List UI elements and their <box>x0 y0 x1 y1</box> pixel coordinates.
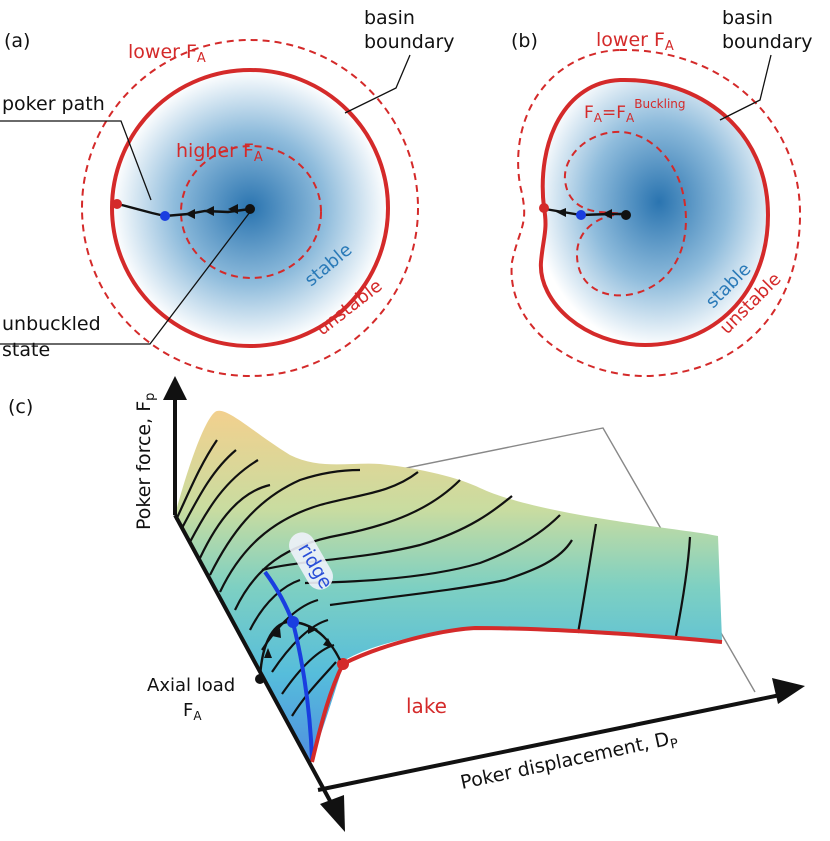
lower-fa-contour <box>81 39 419 377</box>
path-arrow-c4 <box>323 638 333 648</box>
poker-path-leader <box>0 120 152 201</box>
surface <box>175 410 722 762</box>
poker-point-b <box>576 210 586 220</box>
axial-load-label-line2: FA <box>183 700 202 723</box>
fa-axis-line <box>173 514 337 811</box>
poker-point-a <box>160 211 170 221</box>
x-axis-arrow <box>772 678 805 704</box>
poker-path-label: poker path <box>2 93 105 115</box>
path-arrow-c3 <box>308 625 318 634</box>
buckling-fa-label: FA=FABuckling <box>584 97 686 125</box>
lower-fa-label-a: lower FA <box>128 41 206 66</box>
bifurcation-point-b <box>539 203 549 213</box>
unbuckled-state-dot <box>245 204 255 214</box>
path-arrow-a2 <box>204 206 214 216</box>
unbuckled-label-line1: unbuckled <box>2 313 101 335</box>
unbuckled-leader <box>0 211 251 345</box>
bifurcation-point-c <box>337 658 349 670</box>
panel-b-tag: (b) <box>511 30 538 52</box>
higher-fa-label: higher FA <box>176 140 263 165</box>
basin-label-b-line2: boundary <box>722 31 813 53</box>
path-arrow-a1 <box>228 204 238 214</box>
basin-label-a-line1: basin <box>364 7 415 29</box>
unbuckled-label-line2: state <box>2 339 50 361</box>
ridge-label-bg <box>289 532 333 590</box>
ridge-line <box>263 570 314 761</box>
panel-c-tag: (c) <box>8 396 33 418</box>
path-arrow-b1 <box>602 209 612 219</box>
lower-fa-label-b: lower FA <box>596 29 674 54</box>
path-arrow-b2 <box>556 208 566 217</box>
y-axis-arrow <box>163 376 187 400</box>
panel-b: (b) lower FA FA=FABuckling basin boundar… <box>510 7 813 378</box>
path-arrow-a3 <box>185 209 195 219</box>
lake-boundary <box>310 625 723 763</box>
contour-lines <box>175 439 692 717</box>
basin-leader-b <box>719 54 772 121</box>
lake-label: lake <box>406 694 447 718</box>
panel-a: (a) lower FA higher FA basin boundary po… <box>0 7 455 377</box>
higher-fa-contour <box>180 145 322 279</box>
x-axis-line <box>317 691 791 792</box>
fa-axis-arrow <box>320 795 345 832</box>
unbuckled-state-dot-b <box>621 210 631 220</box>
basin-label-a-line2: boundary <box>364 31 455 53</box>
buckling-fa-contour <box>563 130 687 297</box>
axial-load-label-line1: Axial load <box>147 675 235 696</box>
y-axis-label: Poker force, Fp <box>133 393 158 530</box>
panel-a-tag: (a) <box>4 30 30 52</box>
panel-c: (c) ridge <box>8 376 805 832</box>
basin-label-b-line1: basin <box>722 7 773 29</box>
path-arrow-c2 <box>272 628 281 638</box>
basin-leader-a <box>344 54 411 114</box>
poker-point-c <box>287 616 299 628</box>
path-arrow-c1 <box>264 648 272 658</box>
bifurcation-point-a <box>112 199 122 209</box>
basin-boundary-b <box>538 77 771 348</box>
